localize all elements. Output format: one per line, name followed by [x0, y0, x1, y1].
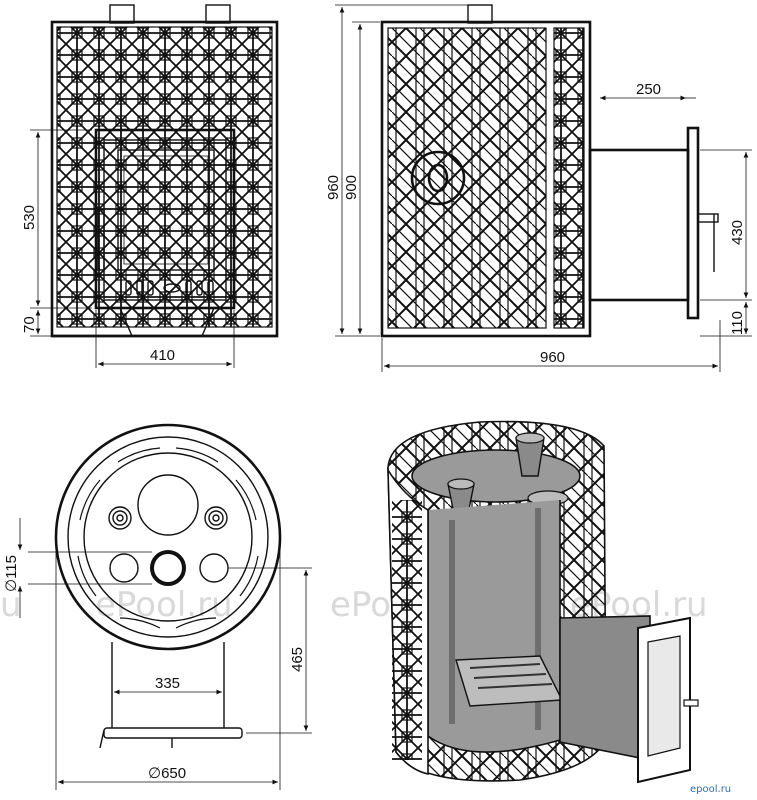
front-door-vents: [125, 280, 214, 296]
side-lattice-main: [387, 27, 547, 329]
dim-top-tunnel-depth: 465: [289, 647, 306, 672]
dim-side-base-height: 110: [729, 311, 746, 335]
cutaway-tunnel: [559, 615, 651, 761]
dim-top-leg-span: 335: [155, 675, 180, 692]
dim-top-outer-diameter: ∅650: [148, 765, 186, 782]
site-logo: epool.ru: [690, 784, 731, 795]
side-tunnel-handle: [697, 213, 719, 223]
top-ring-slots: [77, 447, 259, 629]
dim-front-width: 410: [150, 347, 175, 364]
front-lattice: [56, 26, 273, 328]
front-base-legs: [119, 307, 215, 337]
front-chimney-right: [205, 4, 231, 24]
front-door-frame: [94, 128, 236, 310]
dim-side-tunnel-length: 250: [636, 81, 661, 98]
dim-front-door-height: 530: [21, 205, 38, 230]
front-door-glass: [117, 149, 215, 271]
front-chimney-left: [109, 4, 135, 24]
top-chimney-opening: [137, 474, 199, 536]
cutaway-door-glass: [647, 635, 681, 757]
dim-side-body-height: 900: [343, 175, 360, 200]
dim-front-base-height: 70: [21, 316, 38, 333]
front-door-handle: [97, 209, 105, 271]
watermark-left: u: [0, 585, 22, 625]
top-opening-right: [199, 553, 229, 583]
top-tunnel-plate: [103, 727, 243, 739]
dim-side-tunnel-height: 430: [729, 220, 746, 245]
top-view: ∅115 335 465 ∅650: [3, 423, 312, 790]
side-medallion: [410, 150, 466, 206]
top-opening-left: [109, 553, 139, 583]
side-view: 960 900 250 430 110 960: [325, 4, 752, 372]
side-tunnel-front-plate: [686, 126, 700, 320]
top-opening-center: [150, 550, 186, 586]
cutaway-view: [387, 420, 699, 784]
dim-top-diameter: ∅115: [3, 555, 20, 592]
top-spiral-vents: [108, 506, 228, 530]
dim-side-total-height: 960: [325, 175, 342, 200]
side-chimney: [467, 4, 493, 24]
front-view: 530 70 410: [21, 4, 279, 368]
front-door-glass-inner: [123, 155, 209, 265]
cutaway-door-handle: [683, 699, 699, 707]
watermark-middle: ePool.ru: [95, 585, 233, 625]
side-tunnel: [588, 148, 690, 302]
dim-side-total-width: 960: [540, 349, 565, 366]
side-lattice-narrow: [553, 27, 585, 329]
